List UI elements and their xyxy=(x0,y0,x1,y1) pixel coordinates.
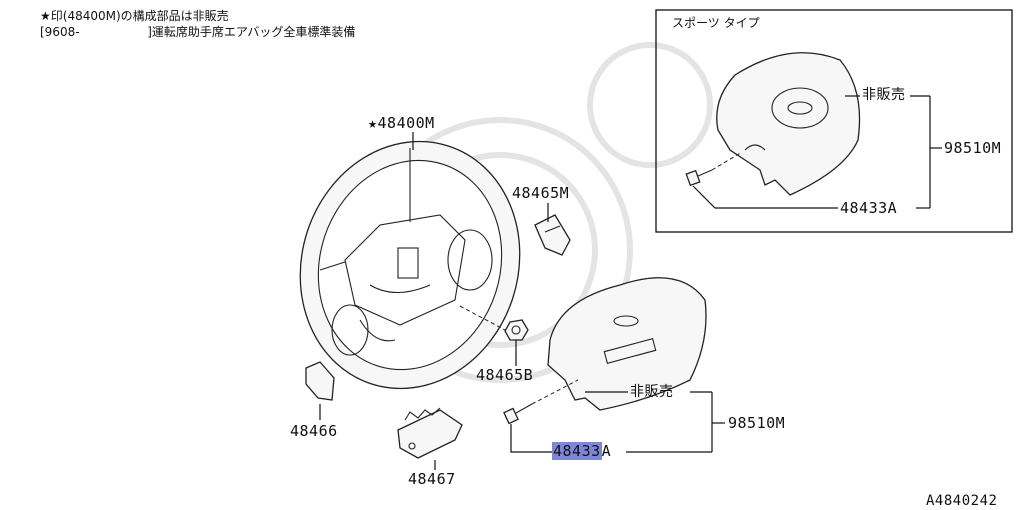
part-number-98510m[interactable]: 98510M xyxy=(728,414,786,432)
steering-wheel xyxy=(299,140,521,390)
bolt-48433a xyxy=(503,379,579,425)
airbag-pad xyxy=(547,277,707,411)
part-number-48465m[interactable]: 48465M xyxy=(512,184,570,202)
inset-part-number-98510m[interactable]: 98510M xyxy=(944,139,1002,157)
nut-48465b xyxy=(459,305,529,341)
inset-label-not-sold: 非販売 xyxy=(862,87,906,103)
part-number-48400m[interactable]: ★48400M xyxy=(368,114,435,132)
part-number-48466[interactable]: 48466 xyxy=(290,422,338,440)
inset-frame xyxy=(655,9,1013,233)
inset-part-number-48433a[interactable]: 48433A xyxy=(840,199,898,217)
diagram-id: A4840242 xyxy=(926,493,998,509)
cover-48466 xyxy=(305,361,335,401)
part-number-48465b[interactable]: 48465B xyxy=(476,366,534,384)
leader-lines xyxy=(319,132,725,470)
inset-bolt xyxy=(685,151,743,187)
part-number-48433a[interactable]: 48433A xyxy=(552,442,612,460)
inset-title: スポーツ タイプ xyxy=(672,16,760,30)
bracket-48467 xyxy=(397,407,463,459)
part-number-48467[interactable]: 48467 xyxy=(408,470,456,488)
note-airbag-suffix: ]運転席助手席エアバッグ全車標準装備 xyxy=(147,25,356,39)
note-not-sold: ★印(48400M)の構成部品は非販売 xyxy=(40,9,229,23)
bracket-48465m xyxy=(534,214,571,256)
label-not-sold: 非販売 xyxy=(630,384,674,400)
note-airbag-prefix: [9608- xyxy=(40,25,80,39)
inset-leaders xyxy=(692,95,942,209)
inset-airbag-pad xyxy=(716,52,861,196)
part-suffix: A xyxy=(601,442,612,460)
highlighted-part-number: 48433 xyxy=(552,442,602,460)
note-airbag-standard: [9608- ]運転席助手席エアバッグ全車標準装備 xyxy=(40,26,355,38)
